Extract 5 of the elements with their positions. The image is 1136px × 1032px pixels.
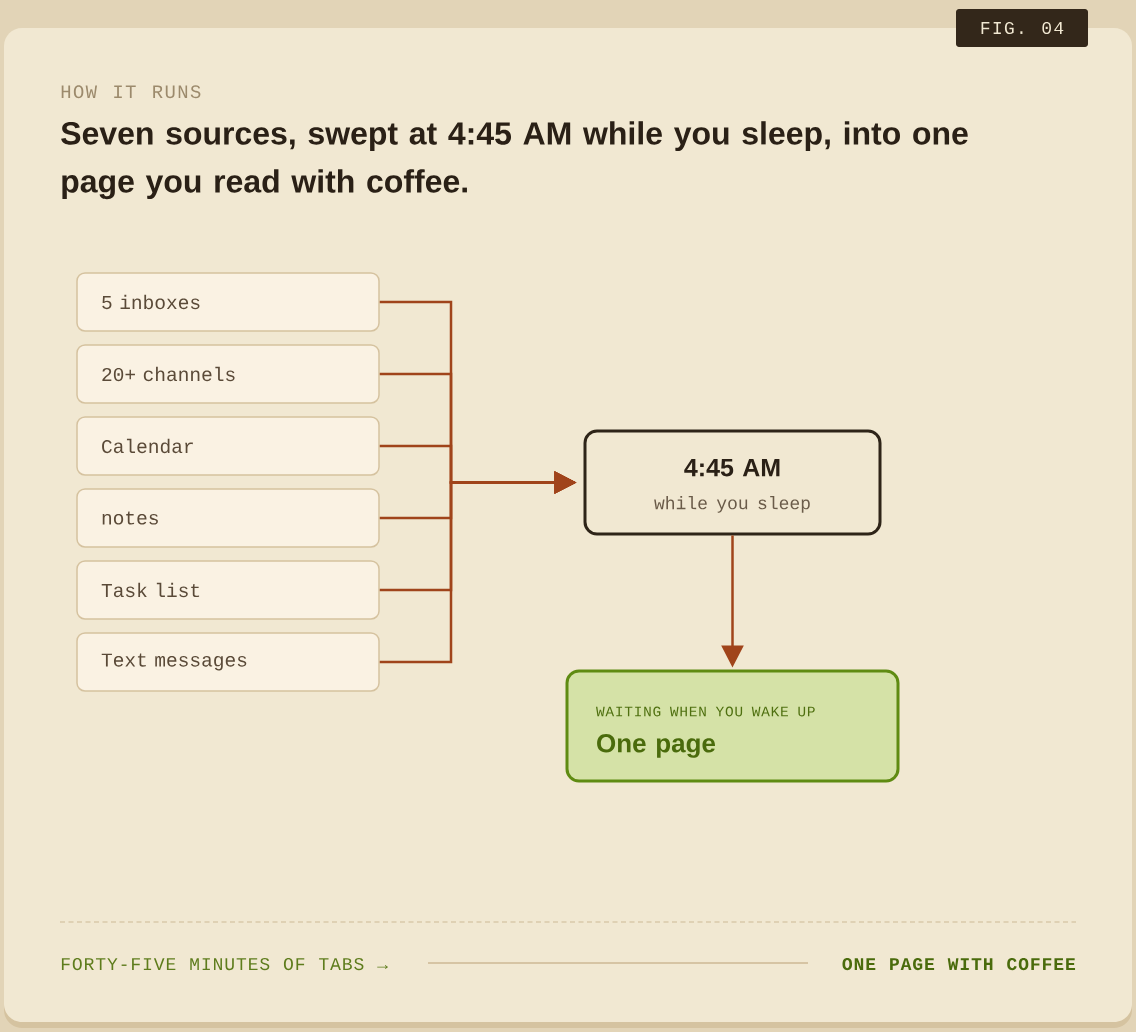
heading: Seven sources, swept at 4:45 AM while you sleep, into one page you read with coffee. — [61, 121, 968, 200]
section-label: HOW IT RUNS — [61, 85, 201, 99]
footer-text: ONE PAGE WITH COFFEE — [842, 957, 1076, 971]
footer-text: FORTY-FIVE MINUTES OF TABS → — [61, 957, 388, 971]
figure-tag: FIG. 04 — [956, 9, 1088, 47]
